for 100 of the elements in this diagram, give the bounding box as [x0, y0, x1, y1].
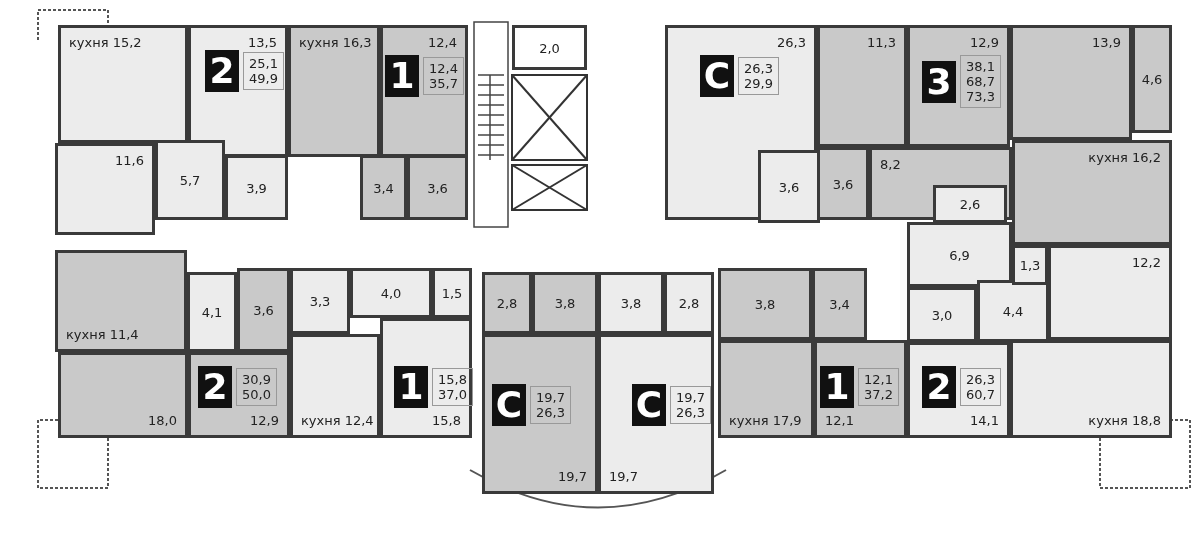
room-area-label: 3,3 — [309, 294, 331, 308]
room — [1010, 25, 1132, 140]
room — [718, 340, 814, 438]
apartment-type-badge: 2 — [205, 50, 239, 92]
area-figures: 25,1 49,9 — [243, 52, 284, 90]
room — [380, 25, 468, 157]
room — [907, 287, 977, 342]
room-area-label: 2,0 — [539, 41, 560, 54]
room-area-label: 4,4 — [1002, 304, 1024, 318]
area-figures: 26,3 29,9 — [738, 57, 779, 95]
area-figures: 30,9 50,0 — [236, 368, 277, 406]
room — [933, 185, 1007, 223]
room-area-label: 19,7 — [609, 470, 638, 483]
apartment-type-badge: 3 — [922, 60, 956, 103]
room-area-label: 12,2 — [1132, 256, 1161, 269]
room — [188, 352, 290, 438]
room-area-label: 12,9 — [970, 36, 999, 49]
room-area-label: 4,1 — [201, 305, 223, 319]
room — [225, 155, 288, 220]
room — [812, 268, 867, 340]
room — [512, 25, 587, 70]
room — [1010, 340, 1172, 438]
room — [58, 25, 188, 143]
room-area-label: 5,7 — [179, 173, 201, 187]
room-area-label: 13,5 — [248, 36, 277, 49]
room — [598, 334, 714, 494]
room-area-label: 3,0 — [931, 308, 953, 321]
room — [907, 222, 1012, 287]
room-area-label: 4,6 — [1141, 72, 1163, 86]
room — [869, 147, 1012, 220]
room — [977, 280, 1049, 342]
room-area-label: 13,9 — [1092, 36, 1121, 49]
room — [532, 272, 598, 334]
area-figures: 12,1 37,2 — [858, 368, 899, 406]
area-figures: 15,8 37,0 — [432, 368, 473, 406]
room-area-label: 3,8 — [620, 296, 642, 310]
room — [290, 334, 380, 438]
room-area-label: 12,1 — [825, 414, 854, 427]
room-area-label: 3,8 — [754, 297, 776, 311]
room-area-label: 2,8 — [496, 296, 518, 310]
room — [350, 268, 432, 318]
room-area-label: 3,6 — [253, 303, 274, 317]
room-area-label: 3,8 — [554, 296, 576, 310]
room-area-label: 2,8 — [678, 296, 700, 310]
room — [360, 155, 407, 220]
apartment-type-badge: С — [492, 384, 526, 426]
apartment-type-badge: С — [700, 55, 734, 97]
room-area-label: кухня 17,9 — [729, 414, 802, 427]
room — [380, 318, 472, 438]
room-area-label: 12,4 — [428, 36, 457, 49]
room — [155, 140, 225, 220]
room — [817, 25, 907, 147]
room-area-label: 1,3 — [1019, 258, 1041, 272]
room — [432, 268, 472, 318]
room-area-label: 11,6 — [115, 154, 144, 167]
room — [288, 25, 380, 157]
room-area-label: 3,9 — [246, 181, 267, 194]
apartment-type-badge: 2 — [922, 366, 956, 408]
room — [907, 342, 1010, 438]
area-figures: 19,7 26,3 — [670, 386, 711, 424]
room — [187, 272, 237, 352]
room-area-label: 1,5 — [441, 286, 463, 300]
apartment-type-badge: 1 — [385, 55, 419, 97]
room — [55, 250, 187, 352]
room-area-label: кухня 16,3 — [299, 36, 372, 49]
area-figures: 12,4 35,7 — [423, 57, 464, 95]
room — [482, 272, 532, 334]
room-area-label: 18,0 — [148, 414, 177, 427]
room — [188, 25, 288, 157]
room — [814, 340, 907, 438]
room-area-label: кухня 12,4 — [301, 414, 374, 427]
room-area-label: 2,6 — [959, 197, 981, 211]
area-figures: 19,7 26,3 — [530, 386, 571, 424]
room-area-label: 3,6 — [427, 181, 448, 194]
room-area-label: 11,3 — [867, 36, 896, 49]
room — [665, 25, 817, 220]
room-area-label: кухня 16,2 — [1088, 151, 1161, 164]
room — [758, 150, 820, 223]
room — [407, 155, 468, 220]
apartment-type-badge: 1 — [394, 366, 428, 408]
room-area-label: 3,6 — [832, 177, 854, 190]
room — [1132, 25, 1172, 133]
apartment-type-badge: 2 — [198, 366, 232, 408]
room-area-label: 15,8 — [432, 414, 461, 427]
room-area-label: 12,9 — [250, 414, 279, 427]
room — [482, 334, 598, 494]
room-area-label: кухня 18,8 — [1088, 414, 1161, 427]
room — [907, 25, 1010, 147]
room — [664, 272, 714, 334]
room — [817, 147, 869, 220]
room — [718, 268, 812, 340]
area-figures: 26,3 60,7 — [960, 368, 1001, 406]
room-area-label: кухня 11,4 — [66, 328, 139, 341]
room — [1048, 245, 1172, 340]
room-area-label: 3,4 — [373, 181, 394, 194]
room-area-label: 4,0 — [380, 286, 402, 300]
room — [1012, 245, 1048, 285]
room — [55, 143, 155, 235]
room — [598, 272, 664, 334]
room — [1012, 140, 1172, 245]
